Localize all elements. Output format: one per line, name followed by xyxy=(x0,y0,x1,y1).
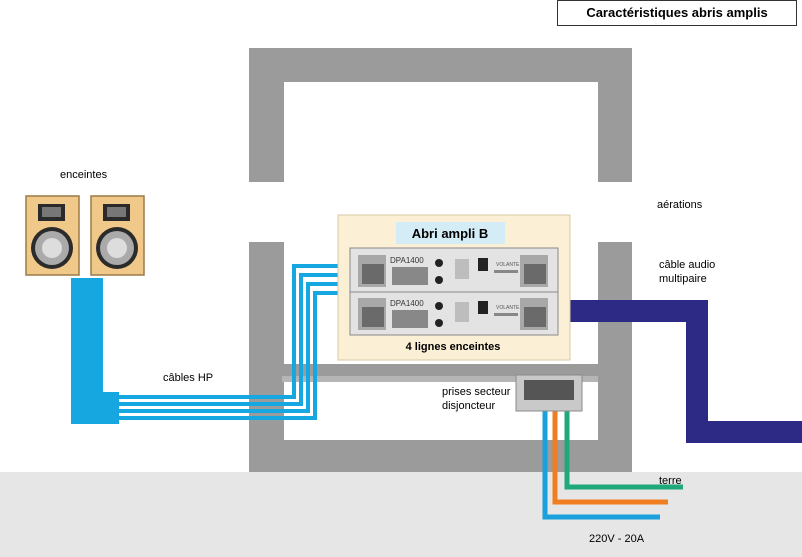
shelter-title: Abri ampli B xyxy=(412,226,489,241)
shelter-walls xyxy=(249,48,632,472)
shelf-bar xyxy=(282,364,598,376)
amp-2-brand: VOLANTE xyxy=(496,305,520,311)
amplifier-1: DPA1400 VOLANTE xyxy=(349,247,559,294)
outlets-label: prises secteur disjoncteur xyxy=(442,386,511,412)
amp-1-brand: VOLANTE xyxy=(496,262,520,268)
amp-1-model: DPA1400 xyxy=(390,256,424,265)
power-cables xyxy=(542,408,683,520)
page-title: Caractéristiques abris amplis xyxy=(557,0,797,26)
audio-cable-label: câble audio multipaire xyxy=(659,259,716,285)
vents-label: aérations xyxy=(657,199,703,211)
audio-multipair-cable xyxy=(570,300,802,443)
power-label: 220V - 20A xyxy=(589,533,645,545)
shelter-title-bg xyxy=(396,222,505,244)
speaker-left xyxy=(25,195,80,276)
amp-2-model: DPA1400 xyxy=(390,299,424,308)
speaker-cable-bundle xyxy=(71,264,343,424)
shelter-footer: 4 lignes enceintes xyxy=(406,341,501,353)
hp-cables-label: câbles HP xyxy=(163,372,214,384)
outlet-box xyxy=(515,374,583,412)
shelf-support xyxy=(282,376,598,382)
earth-label: terre xyxy=(659,475,682,487)
amplifier-2: DPA1400 VOLANTE xyxy=(349,291,559,336)
speakers-label: enceintes xyxy=(60,169,108,181)
speaker-right xyxy=(90,195,145,276)
